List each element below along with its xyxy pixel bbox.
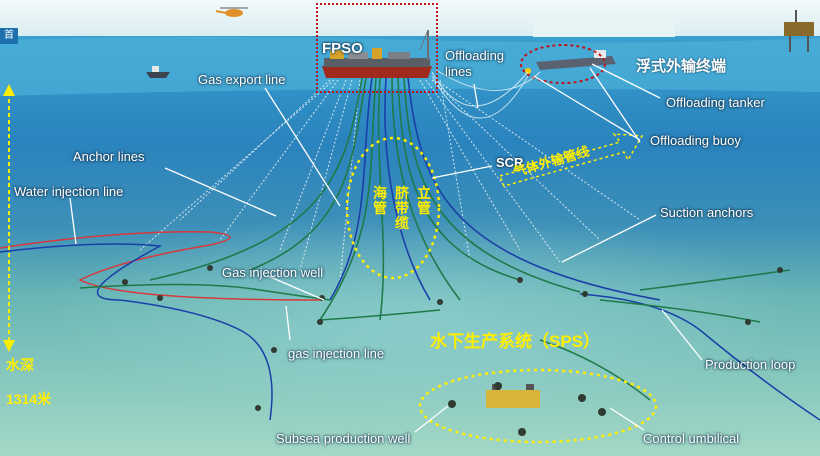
water-depth-label: 水深 xyxy=(6,357,34,373)
riser-label-pipe: 海管 xyxy=(373,185,387,216)
support-vessel-icon xyxy=(146,66,170,78)
label-pointers xyxy=(69,63,703,433)
riser-highlight-ellipse xyxy=(345,136,441,280)
sps-label: 水下生产系统（SPS） xyxy=(430,332,601,351)
fpso-ship-icon xyxy=(322,29,432,78)
gas-injection-line-label: gas injection line xyxy=(288,346,385,361)
sky xyxy=(0,0,820,40)
subsea-production-well-label: Subsea production well xyxy=(276,431,411,446)
scr-label: SCR xyxy=(496,155,524,170)
gas-pipeline-arrow xyxy=(498,133,644,187)
depth-arrow xyxy=(3,84,15,352)
production-loop-label: Production loop xyxy=(705,357,796,372)
gas-injection-well-label: Gas injection well xyxy=(222,265,324,280)
anchor-lines-label: Anchor lines xyxy=(73,149,145,164)
nav-tab[interactable]: 首 xyxy=(0,28,18,44)
helicopter-icon xyxy=(215,7,248,17)
suction-anchors-label: Suction anchors xyxy=(660,205,754,220)
riser-label-umbilical: 脐带缆 xyxy=(395,185,409,231)
subsea-equipment-markers xyxy=(122,265,783,411)
fpso-highlight-box xyxy=(316,3,438,93)
fpso-label: FPSO xyxy=(322,40,363,57)
offloading-lines-label: Offloading lines xyxy=(445,48,505,79)
sps-highlight-ellipse xyxy=(418,368,658,444)
gas-export-line-label: Gas export line xyxy=(198,72,286,87)
riser-label-riser: 立管 xyxy=(417,185,431,216)
offloading-buoy-label: Offloading buoy xyxy=(650,133,741,148)
anchor-lines xyxy=(139,79,641,281)
seabed-flowlines xyxy=(0,231,820,421)
blank-label-box xyxy=(533,11,675,37)
offloading-tanker-label: Offloading tanker xyxy=(666,95,765,110)
tanker-highlight-ellipse xyxy=(520,44,606,84)
sps-manifold-icon xyxy=(448,382,606,436)
seabed-glow xyxy=(40,210,800,430)
control-umbilical-label: Control umbilical xyxy=(643,431,740,446)
riser-bundle xyxy=(149,77,661,321)
offloading-buoy-icon xyxy=(525,68,531,74)
water-depth-value: 1314米 xyxy=(6,391,52,407)
water-injection-line-label: Water injection line xyxy=(14,184,124,199)
floating-terminal-label: 浮式外输终端 xyxy=(636,58,727,75)
platform-icon xyxy=(784,10,814,52)
